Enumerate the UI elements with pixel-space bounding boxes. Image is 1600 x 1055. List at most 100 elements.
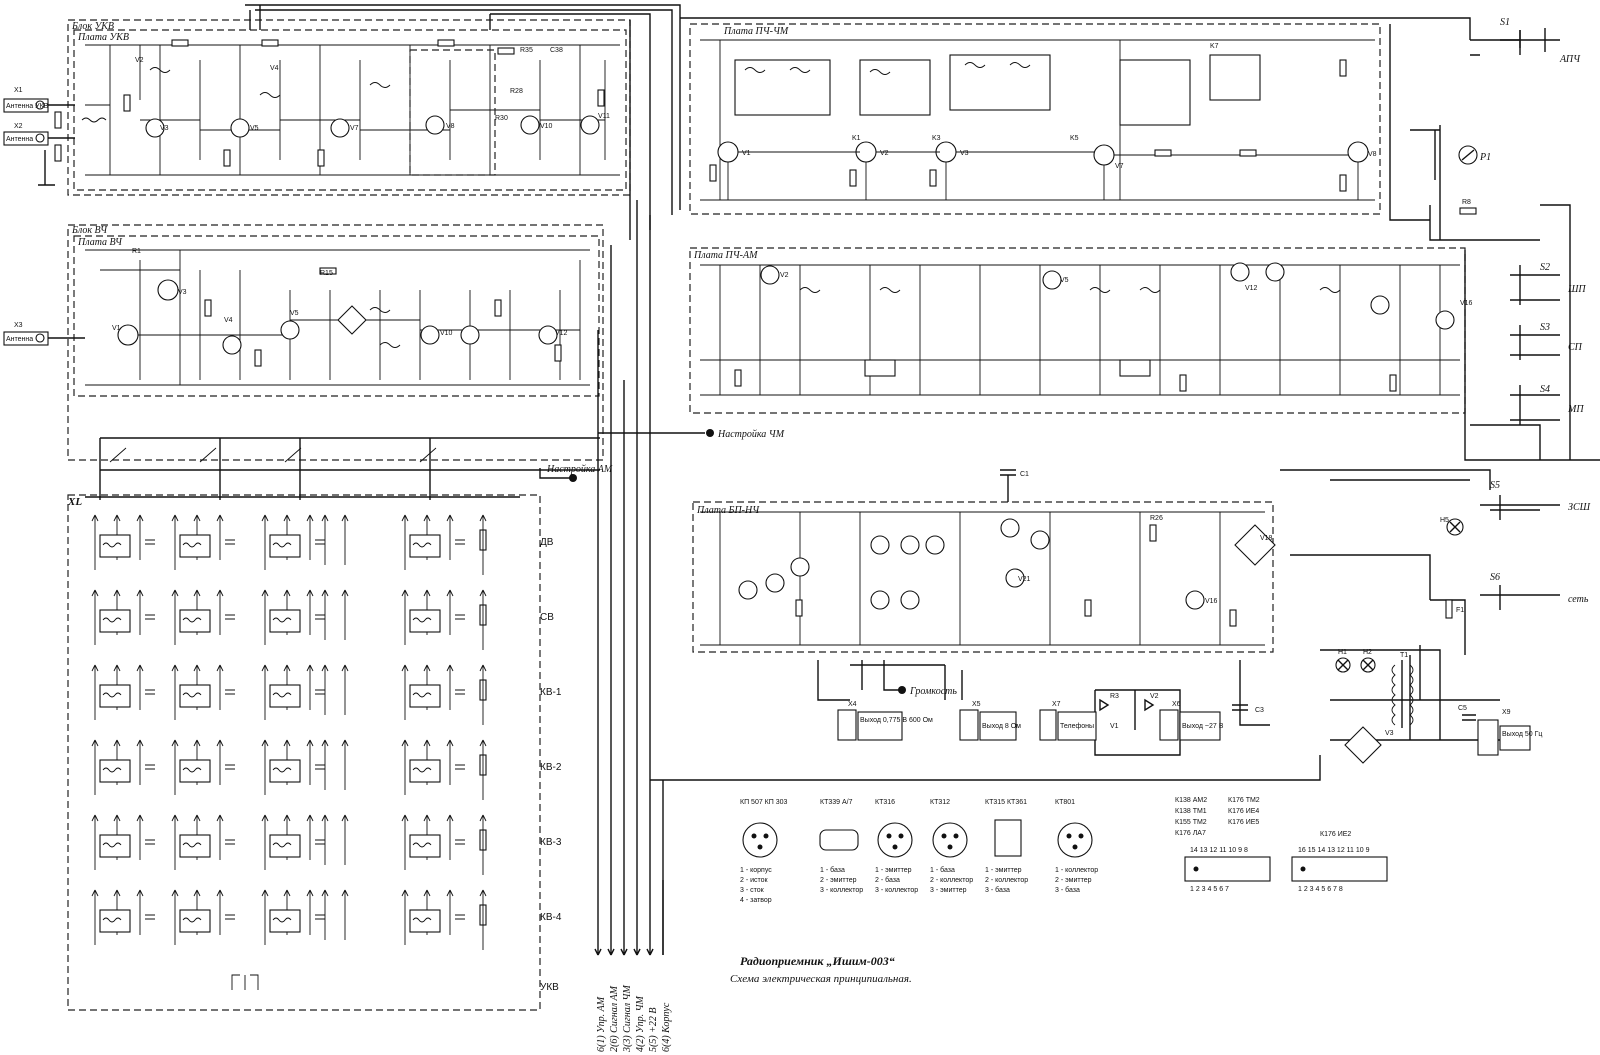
svg-text:Выход ~27 В: Выход ~27 В bbox=[1182, 723, 1224, 730]
svg-text:КП 507 КП 303: КП 507 КП 303 bbox=[740, 799, 788, 806]
band-coil-cell bbox=[401, 814, 487, 875]
tuning-am-control[interactable]: Настройка АМ bbox=[539, 464, 613, 482]
svg-text:V2: V2 bbox=[1150, 693, 1159, 700]
svg-text:Выход 50 Гц: Выход 50 Гц bbox=[1502, 731, 1542, 738]
band-coil-cell bbox=[171, 814, 235, 870]
svg-text:6(1) Упр. АМ: 6(1) Упр. АМ bbox=[596, 996, 607, 1052]
s3-switch[interactable]: S3 СП bbox=[1510, 322, 1583, 360]
svg-text:ШП: ШП bbox=[1567, 284, 1586, 295]
svg-text:СП: СП bbox=[1568, 342, 1583, 353]
svg-text:R26: R26 bbox=[1150, 515, 1163, 522]
ukv-board-label: Плата УКВ bbox=[77, 32, 129, 43]
diagram-subtitle: Схема электрическая принципиальная. bbox=[730, 973, 912, 985]
s5-switch[interactable]: S5 ЗСШ bbox=[1480, 480, 1591, 520]
svg-text:S6: S6 bbox=[1490, 572, 1500, 583]
dip16-package: 16 15 14 13 12 11 10 9 1 2 3 4 5 6 7 8 bbox=[1291, 847, 1388, 893]
v1-v2-r3-chain: R3 V2 V1 bbox=[1110, 693, 1159, 730]
svg-text:V4: V4 bbox=[224, 317, 233, 324]
svg-text:16 15 14 13 12 11 10 9: 16 15 14 13 12 11 10 9 bbox=[1298, 847, 1370, 854]
lf-output-wiring bbox=[817, 660, 1270, 756]
band-label: КВ-1 bbox=[540, 687, 562, 698]
svg-text:2 - коллектор: 2 - коллектор bbox=[985, 877, 1028, 884]
band-coil-cell bbox=[261, 589, 349, 645]
hf-block-label: Блок ВЧ bbox=[71, 225, 108, 236]
svg-text:V16: V16 bbox=[1460, 300, 1473, 307]
if-am-board-outline bbox=[689, 247, 1466, 414]
x6-connector[interactable]: X6 Выход ~27 В bbox=[1159, 701, 1224, 741]
svg-text:S2: S2 bbox=[1540, 262, 1550, 273]
svg-text:S4: S4 bbox=[1540, 384, 1550, 395]
svg-text:C38: C38 bbox=[550, 47, 563, 54]
svg-text:V1: V1 bbox=[1110, 723, 1119, 730]
svg-text:14 13 12 11 10 9 8: 14 13 12 11 10 9 8 bbox=[1190, 847, 1248, 854]
band-coil-cell bbox=[261, 739, 349, 795]
svg-text:F1: F1 bbox=[1456, 607, 1464, 614]
if-am-board-label: Плата ПЧ-АМ bbox=[693, 250, 758, 261]
if-fm-board-label: Плата ПЧ-ЧМ bbox=[723, 26, 789, 37]
dip14-package: 14 13 12 11 10 9 8 1 2 3 4 5 6 7 bbox=[1184, 847, 1271, 893]
svg-text:К138 ТМ1: К138 ТМ1 bbox=[1175, 808, 1207, 815]
x9-connector[interactable]: X9 Выход 50 Гц bbox=[1477, 709, 1542, 756]
volume-control[interactable]: Громкость bbox=[898, 686, 957, 697]
svg-text:Выход 0,775 В 600 Ом: Выход 0,775 В 600 Ом bbox=[860, 717, 933, 724]
x1-connector[interactable]: X1 Антенна УКВ bbox=[3, 87, 49, 113]
c1-capacitor: C1 bbox=[1000, 469, 1029, 502]
svg-text:V10: V10 bbox=[440, 330, 453, 337]
svg-text:H5: H5 bbox=[1440, 517, 1449, 524]
s6-switch[interactable]: S6 сеть bbox=[1480, 572, 1589, 610]
c3-capacitor: C3 bbox=[1232, 704, 1264, 714]
bus-signal-labels: 6(1) Упр. АМ 2(6) Сигнал АМ 3(3) Сигнал … bbox=[596, 985, 672, 1053]
band-coil-cell bbox=[261, 814, 349, 870]
svg-text:K1: K1 bbox=[852, 135, 861, 142]
svg-text:V5: V5 bbox=[290, 310, 299, 317]
hf-board-label: Плата ВЧ bbox=[77, 237, 123, 248]
band-coil-cell bbox=[401, 514, 487, 575]
s2-switch[interactable]: S2 ШП bbox=[1510, 262, 1586, 305]
s1-switch[interactable]: S1 АПЧ bbox=[1500, 17, 1581, 65]
svg-text:H2: H2 bbox=[1363, 649, 1372, 656]
svg-text:Антенна УКВ: Антенна УКВ bbox=[6, 103, 49, 110]
svg-text:V7: V7 bbox=[350, 125, 359, 132]
p1-meter: P1 bbox=[1434, 130, 1491, 180]
band-label: КВ-2 bbox=[540, 762, 562, 773]
x4-connector[interactable]: X4 Выход 0,775 В 600 Ом bbox=[837, 701, 933, 741]
ukv-block-outline bbox=[67, 19, 631, 196]
band-coil-cell bbox=[91, 589, 155, 645]
band-coil-cell bbox=[261, 514, 349, 570]
svg-text:3 - база: 3 - база bbox=[985, 886, 1010, 894]
band-coil-cell bbox=[91, 814, 155, 870]
svg-text:K3: K3 bbox=[932, 135, 941, 142]
h5-lamp: H5 bbox=[1440, 517, 1464, 536]
x7-connector[interactable]: X7 Телефоны bbox=[1039, 701, 1097, 741]
svg-text:К176 ЛА7: К176 ЛА7 bbox=[1175, 830, 1206, 837]
band-coil-cell bbox=[261, 664, 349, 720]
svg-text:V2: V2 bbox=[780, 272, 789, 279]
svg-text:4 - затвор: 4 - затвор bbox=[740, 897, 772, 904]
svg-text:3 - эмиттер: 3 - эмиттер bbox=[930, 887, 967, 894]
band-label: УКВ bbox=[540, 982, 559, 993]
svg-text:P1: P1 bbox=[1479, 152, 1491, 163]
svg-text:Антенна: Антенна bbox=[6, 136, 33, 143]
svg-text:V12: V12 bbox=[555, 330, 568, 337]
x2-connector[interactable]: X2 Антенна bbox=[3, 123, 49, 146]
svg-text:2 - эмиттер: 2 - эмиттер bbox=[820, 877, 857, 884]
band-label: КВ-4 bbox=[540, 912, 562, 923]
svg-text:КТ801: КТ801 bbox=[1055, 799, 1075, 806]
x5-connector[interactable]: X5 Выход 8 Ом bbox=[959, 701, 1021, 741]
svg-text:2 - исток: 2 - исток bbox=[740, 877, 769, 884]
svg-text:V7: V7 bbox=[1115, 163, 1124, 170]
svg-text:КТ339 А/7: КТ339 А/7 bbox=[820, 799, 853, 806]
x3-connector[interactable]: X3 Антенна bbox=[3, 322, 85, 346]
svg-text:K5: K5 bbox=[1070, 135, 1079, 142]
top-bus-wires bbox=[245, 4, 1571, 460]
ukv-block-label: Блок УКВ bbox=[71, 21, 114, 32]
band-coil-cell bbox=[91, 739, 155, 795]
tuning-fm-control[interactable]: Настройка ЧМ bbox=[598, 429, 785, 440]
svg-text:V3: V3 bbox=[960, 150, 969, 157]
s4-switch[interactable]: S4 МП bbox=[1510, 384, 1584, 425]
ic-list-a: К138 АМ2 К138 ТМ1 К155 ТМ2 К176 ЛА7 bbox=[1175, 797, 1207, 837]
